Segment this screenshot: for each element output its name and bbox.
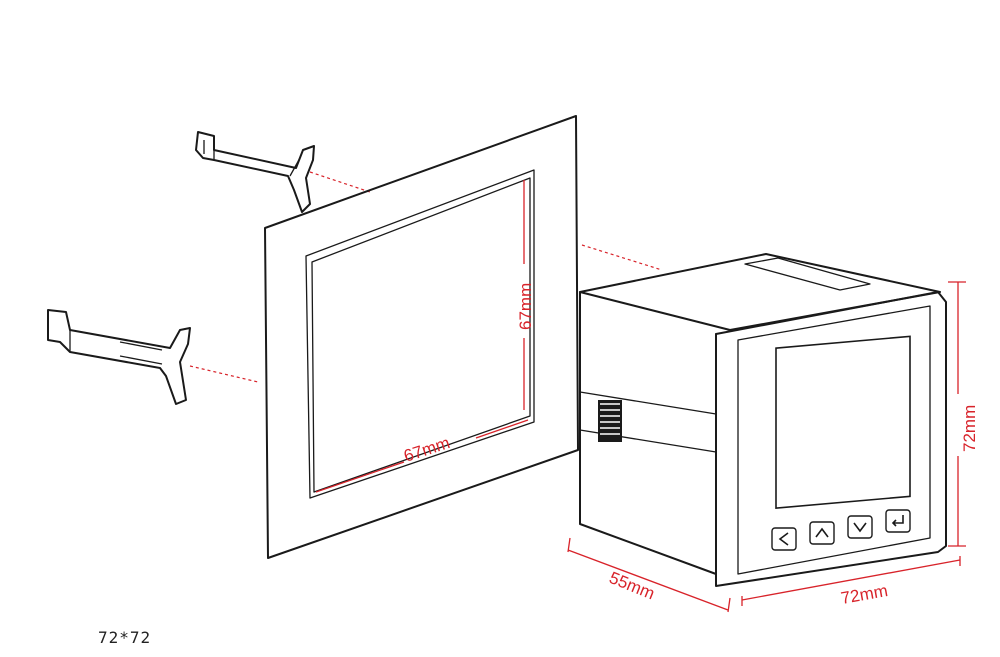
display-window <box>775 335 911 509</box>
cutout-width-label: 67mm <box>401 433 452 466</box>
left-icon <box>778 532 789 546</box>
front-width-dimension: 72mm <box>741 556 961 608</box>
meter-body <box>579 253 941 575</box>
enter-icon <box>891 515 904 527</box>
terminal-block <box>598 400 622 442</box>
mounting-clip-upper <box>195 131 315 213</box>
keypad <box>771 509 911 551</box>
mounting-panel <box>264 115 579 559</box>
front-height-dimension: 72mm <box>948 281 979 547</box>
down-icon <box>853 522 867 533</box>
cutout-height-dimension: 67mm <box>516 180 535 410</box>
cutout-width-dimension: 67mm <box>315 419 529 493</box>
key-up[interactable] <box>809 521 835 545</box>
front-width-label: 72mm <box>839 581 889 608</box>
cutout-height-label: 67mm <box>516 283 535 330</box>
key-enter[interactable] <box>885 509 911 533</box>
key-down[interactable] <box>847 515 873 539</box>
up-icon <box>815 527 829 538</box>
mounting-clip-lower <box>47 309 191 405</box>
front-height-label: 72mm <box>960 405 979 452</box>
meter-front-bezel <box>715 291 947 587</box>
key-left[interactable] <box>771 527 797 551</box>
alignment-guides <box>189 171 663 383</box>
model-size-label: 72*72 <box>98 628 152 647</box>
